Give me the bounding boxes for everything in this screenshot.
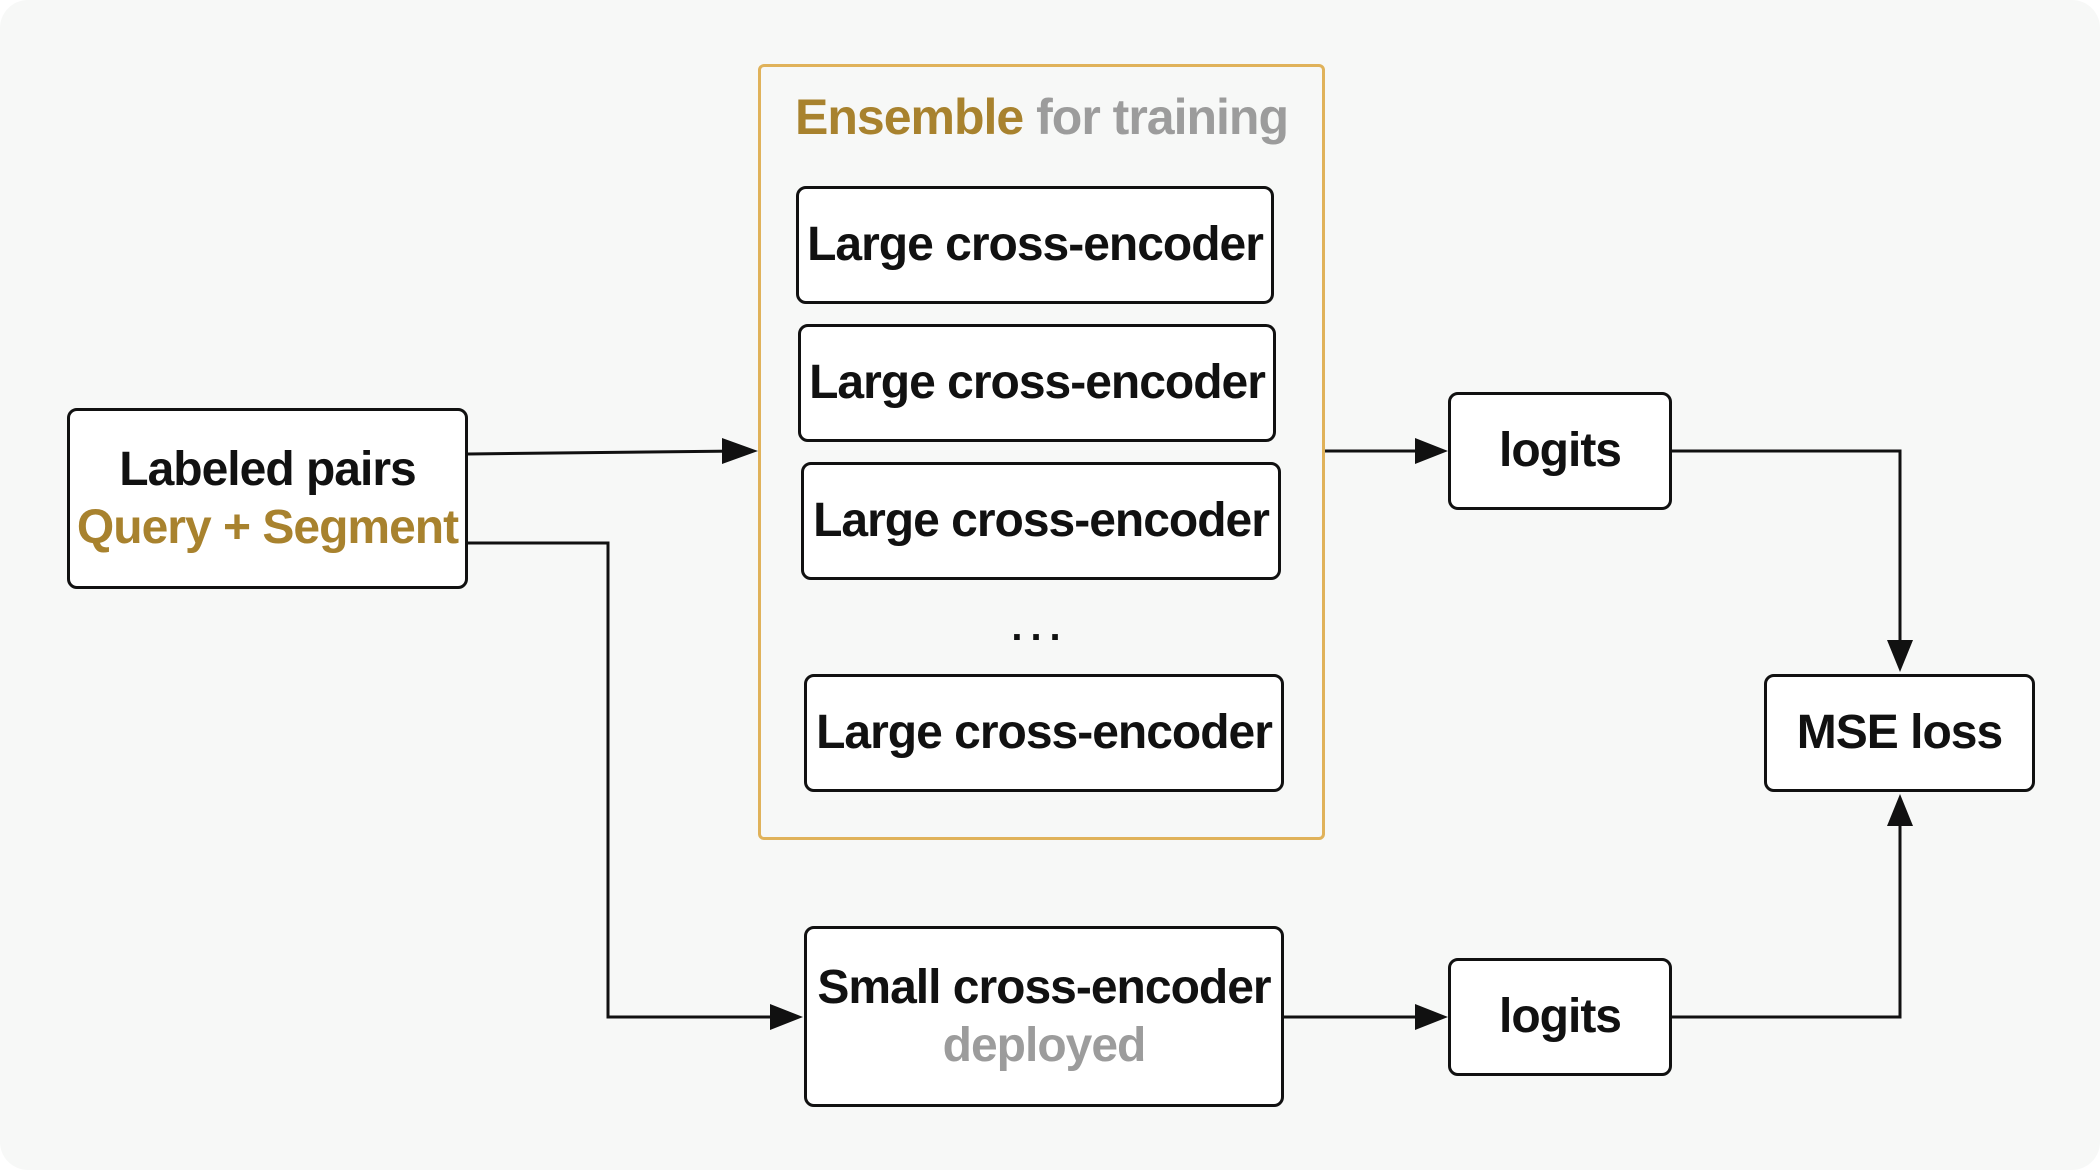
- arrowhead-logits-bottom: [1415, 1004, 1448, 1030]
- arrowhead-logits-top: [1415, 438, 1448, 464]
- arrow-input-to-student: [468, 541, 790, 1019]
- ensemble-container: [758, 64, 1325, 840]
- ensemble-title: Ensemble: [795, 89, 1024, 145]
- teacher-logits-box: logits: [1448, 392, 1672, 510]
- labeled-pairs-subtitle: Query + Segment: [76, 500, 459, 554]
- labeled-pairs-title: Labeled pairs: [119, 442, 416, 496]
- large-encoder-label-1: Large cross-encoder: [807, 218, 1264, 272]
- arrowhead-ensemble: [722, 438, 758, 464]
- arrow-logits-to-loss-top: [1672, 449, 1902, 654]
- student-logits-box: logits: [1448, 958, 1672, 1076]
- arrowhead-student: [770, 1004, 803, 1030]
- arrow-logits-to-loss-bottom: [1672, 812, 1902, 1019]
- small-encoder-subtitle: deployed: [942, 1018, 1147, 1072]
- small-encoder-box: Small cross-encoder deployed: [804, 926, 1284, 1107]
- large-encoder-box-2: Large cross-encoder: [798, 324, 1276, 442]
- small-encoder-title: Small cross-encoder: [817, 960, 1271, 1014]
- large-encoder-box-1: Large cross-encoder: [796, 186, 1274, 304]
- ensemble-heading: Ensemble for training: [758, 88, 1325, 146]
- teacher-logits-label: logits: [1499, 424, 1622, 478]
- large-encoder-label-4: Large cross-encoder: [816, 706, 1273, 760]
- large-encoder-box-3: Large cross-encoder: [801, 462, 1281, 580]
- arrowhead-loss-bottom: [1887, 794, 1913, 826]
- arrowhead-loss-top: [1887, 640, 1913, 672]
- ensemble-ellipsis: ...: [1011, 605, 1069, 649]
- mse-loss-label: MSE loss: [1796, 706, 2003, 760]
- ensemble-subtitle: for training: [1036, 89, 1289, 145]
- large-encoder-label-2: Large cross-encoder: [809, 356, 1266, 410]
- large-encoder-label-3: Large cross-encoder: [813, 494, 1270, 548]
- arrow-input-to-ensemble: [467, 446, 743, 457]
- student-logits-label: logits: [1499, 990, 1622, 1044]
- labeled-pairs-box: Labeled pairs Query + Segment: [67, 408, 468, 589]
- mse-loss-box: MSE loss: [1764, 674, 2035, 792]
- large-encoder-box-4: Large cross-encoder: [804, 674, 1284, 792]
